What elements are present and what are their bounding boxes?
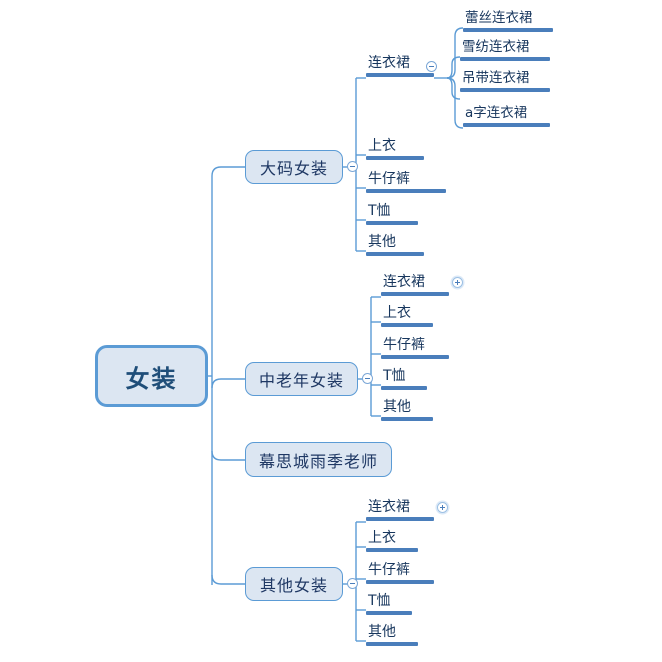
collapse-toggle-plus-size[interactable] — [347, 161, 358, 172]
leaf-node-dress-plus[interactable]: 连衣裙 — [366, 55, 434, 77]
leaf-underline — [381, 323, 433, 327]
leaf-underline — [366, 221, 418, 225]
leaf-node-strap-dress[interactable]: 吊带连衣裙 — [460, 70, 550, 92]
leaf-node-tshirt-other[interactable]: T恤 — [366, 593, 412, 615]
leaf-label: 其他 — [368, 234, 396, 250]
branch-node-middle-aged[interactable]: 中老年女装 — [245, 362, 358, 396]
leaf-node-a-line-dress[interactable]: a字连衣裙 — [463, 105, 550, 127]
leaf-label: 上衣 — [383, 305, 411, 321]
leaf-node-tshirt-middle[interactable]: T恤 — [381, 368, 427, 390]
leaf-label: 蕾丝连衣裙 — [465, 10, 533, 26]
leaf-label: 牛仔裤 — [368, 171, 410, 187]
leaf-underline — [463, 123, 550, 127]
leaf-label: T恤 — [368, 203, 391, 219]
leaf-underline — [381, 355, 449, 359]
leaf-node-jeans-middle[interactable]: 牛仔裤 — [381, 337, 449, 359]
leaf-node-other-middle[interactable]: 其他 — [381, 399, 433, 421]
leaf-node-dress-middle[interactable]: 连衣裙 — [381, 274, 449, 296]
leaf-node-tshirt-plus[interactable]: T恤 — [366, 203, 418, 225]
leaf-label: 其他 — [368, 624, 396, 640]
leaf-label: 牛仔裤 — [368, 562, 410, 578]
leaf-underline — [366, 189, 446, 193]
leaf-label: 上衣 — [368, 530, 396, 546]
root-node[interactable]: 女装 — [95, 345, 208, 407]
leaf-label: 牛仔裤 — [383, 337, 425, 353]
leaf-node-jeans-plus[interactable]: 牛仔裤 — [366, 171, 446, 193]
leaf-node-other-plus[interactable]: 其他 — [366, 234, 424, 256]
leaf-node-dress-other[interactable]: 连衣裙 — [366, 499, 434, 521]
leaf-label: T恤 — [383, 368, 406, 384]
leaf-node-top-plus[interactable]: 上衣 — [366, 138, 424, 160]
leaf-underline — [366, 548, 418, 552]
leaf-underline — [366, 642, 418, 646]
collapse-toggle-other[interactable] — [347, 578, 358, 589]
leaf-node-other-other[interactable]: 其他 — [366, 624, 418, 646]
leaf-underline — [366, 73, 434, 77]
leaf-label: 雪纺连衣裙 — [462, 39, 530, 55]
leaf-underline — [366, 517, 434, 521]
leaf-node-chiffon-dress[interactable]: 雪纺连衣裙 — [460, 39, 550, 61]
leaf-underline — [381, 292, 449, 296]
leaf-underline — [366, 156, 424, 160]
leaf-underline — [366, 252, 424, 256]
leaf-underline — [460, 57, 550, 61]
expand-toggle-dress-other[interactable] — [437, 502, 448, 513]
collapse-toggle-dress-plus[interactable] — [426, 61, 437, 72]
branch-node-plus-size[interactable]: 大码女装 — [245, 150, 343, 184]
branch-node-other[interactable]: 其他女装 — [245, 567, 343, 601]
leaf-node-top-middle[interactable]: 上衣 — [381, 305, 433, 327]
leaf-underline — [463, 28, 553, 32]
leaf-underline — [366, 580, 434, 584]
expand-toggle-dress-middle[interactable] — [452, 277, 463, 288]
leaf-label: 连衣裙 — [383, 274, 425, 290]
leaf-underline — [381, 386, 427, 390]
leaf-label: 吊带连衣裙 — [462, 70, 530, 86]
leaf-label: 其他 — [383, 399, 411, 415]
leaf-underline — [381, 417, 433, 421]
leaf-underline — [366, 611, 412, 615]
branch-node-teacher[interactable]: 幕思城雨季老师 — [245, 442, 392, 477]
leaf-node-top-other[interactable]: 上衣 — [366, 530, 418, 552]
leaf-underline — [460, 88, 550, 92]
leaf-label: T恤 — [368, 593, 391, 609]
leaf-label: 连衣裙 — [368, 499, 410, 515]
leaf-label: a字连衣裙 — [465, 105, 528, 121]
leaf-node-jeans-other[interactable]: 牛仔裤 — [366, 562, 434, 584]
leaf-node-lace-dress[interactable]: 蕾丝连衣裙 — [463, 10, 553, 32]
leaf-label: 连衣裙 — [368, 55, 410, 71]
leaf-label: 上衣 — [368, 138, 396, 154]
collapse-toggle-middle-aged[interactable] — [362, 373, 373, 384]
